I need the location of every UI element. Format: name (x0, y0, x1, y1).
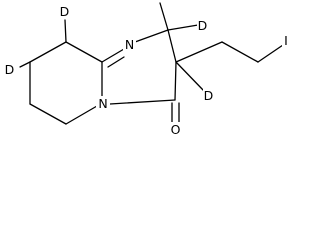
bond-c8-d (19, 61, 31, 68)
bond-n1-c2 (134, 29, 169, 43)
bond-c9-c9a (65, 41, 103, 63)
bond-c3-c4 (174, 61, 177, 101)
bond-ch2-ch2 (221, 41, 259, 63)
molecule-structure: N N O I D D D D (4, 2, 290, 137)
bond-c2-methyl (159, 2, 169, 31)
atom-label-o: O (171, 122, 181, 137)
atom-label-iodine: I (284, 33, 288, 48)
atom-label-n1: N (125, 37, 134, 52)
bond-c3-ch2 (175, 41, 223, 63)
bond-c3-d (175, 61, 205, 92)
atom-label-d-c2: D (198, 18, 208, 33)
atom-labels: N N O I D D D D (4, 4, 290, 137)
bond-c6-n5 (65, 105, 98, 125)
bond-c9a-n1-double (107, 56, 125, 68)
bond-c2-d (167, 24, 199, 31)
bond-c6-c7 (29, 103, 67, 125)
atom-label-d-c3: D (204, 88, 214, 103)
bond-c9a-n1 (101, 48, 125, 63)
bond-c2-c3 (167, 29, 177, 63)
bond-ch2-i (257, 44, 284, 63)
atom-label-d-c9: D (60, 4, 70, 19)
atom-label-d-c8: D (5, 62, 15, 77)
atom-label-n5: N (98, 96, 107, 111)
bond-c8-c9 (29, 41, 67, 63)
bonds (19, 2, 284, 125)
bond-c4-n5 (109, 99, 176, 105)
bond-c9-d (64, 19, 67, 43)
